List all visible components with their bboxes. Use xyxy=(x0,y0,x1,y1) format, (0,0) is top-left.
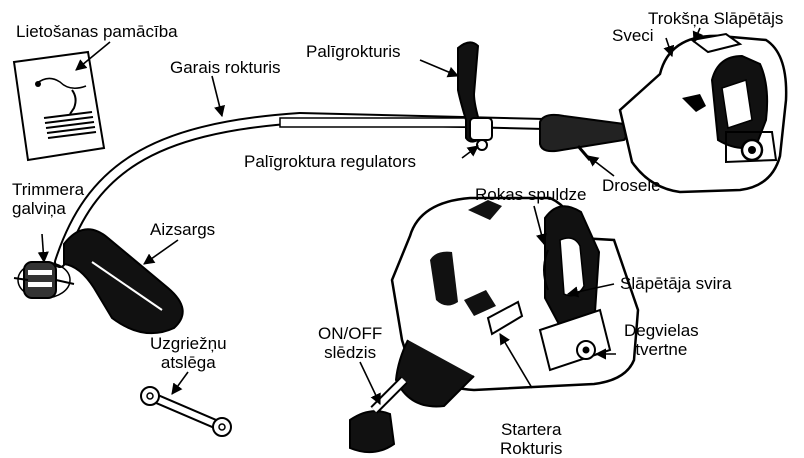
lower-engine-illustration xyxy=(350,198,638,452)
label-on-off-line2: slēdzis xyxy=(318,343,382,362)
label-trimmer-head: Trimmera galviņa xyxy=(12,180,84,218)
label-wrench-line2: atslēga xyxy=(150,353,227,372)
label-long-handle: Garais rokturis xyxy=(170,58,281,77)
upper-engine-illustration xyxy=(540,34,786,192)
wrench-illustration xyxy=(141,387,231,436)
label-fuel-tank-line2: tvertne xyxy=(624,340,699,359)
label-starter-handle: Startera Rokturis xyxy=(500,420,562,458)
arrow-throttle xyxy=(588,156,614,176)
label-fuel-tank-line1: Degvielas xyxy=(624,321,699,340)
label-primer-bulb: Rokas spuldze xyxy=(475,185,587,204)
label-manual: Lietošanas pamācība xyxy=(16,22,178,41)
label-wrench: Uzgriežņu atslēga xyxy=(150,334,227,372)
label-muffler: Trokšņa Slāpētājs xyxy=(648,9,783,28)
arrow-long-handle xyxy=(212,76,222,116)
label-throttle: Drosele xyxy=(602,176,661,195)
label-starter-line2: Rokturis xyxy=(500,439,562,458)
label-aux-handle-adjuster: Palīgroktura regulators xyxy=(244,152,416,171)
label-guard: Aizsargs xyxy=(150,220,215,239)
label-on-off-switch: ON/OFF slēdzis xyxy=(318,324,382,362)
manual-illustration xyxy=(14,52,104,160)
label-trimmer-head-line1: Trimmera xyxy=(12,180,84,199)
label-trimmer-head-line2: galviņa xyxy=(12,199,84,218)
label-wrench-line1: Uzgriežņu xyxy=(150,334,227,353)
arrow-trimmer-head xyxy=(42,234,44,262)
guard-illustration xyxy=(64,229,183,333)
trimmer-head-illustration xyxy=(14,262,74,298)
arrow-aux-adjuster xyxy=(462,146,478,158)
arrow-aux-handle xyxy=(420,60,458,76)
arrow-wrench xyxy=(172,372,188,394)
label-on-off-line1: ON/OFF xyxy=(318,324,382,343)
label-aux-handle: Palīgrokturis xyxy=(306,42,400,61)
label-spark-plug: Sveci xyxy=(612,26,654,45)
aux-handle-illustration xyxy=(458,42,492,150)
label-fuel-tank: Degvielas tvertne xyxy=(624,321,699,359)
label-choke-lever: Slāpētāja svira xyxy=(620,274,732,293)
label-starter-line1: Startera xyxy=(500,420,562,439)
arrow-on-off xyxy=(360,362,380,404)
arrow-guard xyxy=(144,240,178,264)
